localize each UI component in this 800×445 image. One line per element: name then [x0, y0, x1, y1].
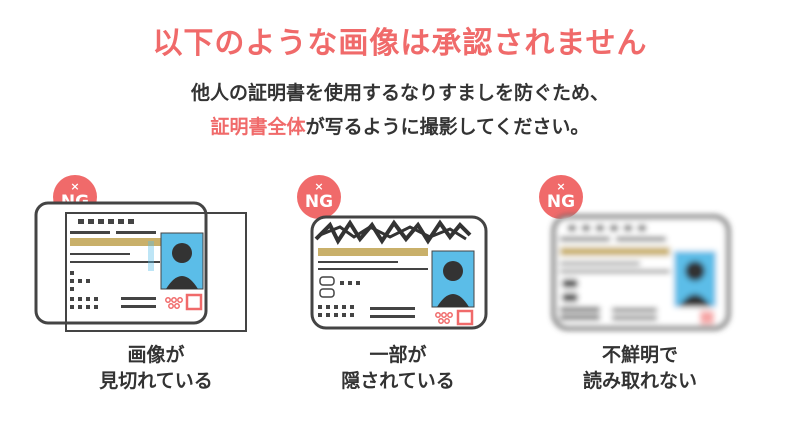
highlight-full-certificate: 証明書全体 — [210, 116, 306, 138]
page-title: 以下のような画像は承認されません — [152, 26, 648, 61]
caption-blurry: 不鮮明で 読み取れない — [582, 344, 697, 392]
id-card-hidden-illustration — [310, 215, 488, 330]
caption-cropped: 画像が 見切れている — [99, 344, 213, 392]
instruction-line-2: 証明書全体が写るように撮影してください。 — [0, 110, 800, 144]
instruction-line-2-rest: が写るように撮影してください。 — [305, 116, 590, 138]
instruction-text: 他人の証明書を使用するなりすましを防ぐため、 証明書全体が写るように撮影してくだ… — [0, 76, 800, 144]
ng-badge-hidden: × NG — [297, 175, 341, 219]
ng-badge-blurry: × NG — [539, 175, 583, 219]
caption-hidden: 一部が 隠されている — [341, 344, 455, 392]
instruction-line-1: 他人の証明書を使用するなりすましを防ぐため、 — [190, 82, 609, 104]
id-card-blurry-illustration — [552, 215, 730, 330]
id-card-cropped-illustration — [34, 201, 247, 332]
